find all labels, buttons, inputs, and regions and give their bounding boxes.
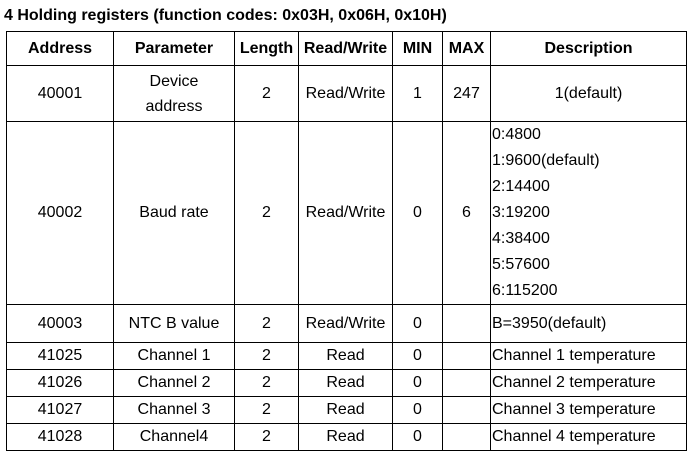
cell-length: 2 [234, 423, 299, 451]
cell-max [442, 342, 491, 370]
cell-description: Channel 3 temperature [490, 396, 687, 424]
cell-read-write: Read/Write [298, 65, 393, 122]
baud-option: 6:115200 [492, 282, 558, 299]
table-header-row: Address Parameter Length Read/Write MIN … [6, 31, 687, 66]
cell-min: 0 [392, 121, 443, 305]
cell-address: 40002 [6, 121, 114, 305]
cell-parameter: Device address [113, 65, 235, 122]
parameter-line: Device [149, 72, 199, 90]
cell-address: 40003 [6, 304, 114, 343]
cell-address: 41028 [6, 423, 114, 451]
cell-max: 247 [442, 65, 491, 122]
cell-length: 2 [234, 396, 299, 424]
header-description: Description [490, 31, 687, 66]
cell-min: 0 [392, 342, 443, 370]
table-row: 40003 NTC B value 2 Read/Write 0 B=3950(… [6, 304, 687, 343]
baud-option: 4:38400 [492, 230, 550, 247]
cell-length: 2 [234, 304, 299, 343]
cell-min: 0 [392, 304, 443, 343]
cell-description: Channel 4 temperature [490, 423, 687, 451]
cell-address: 41027 [6, 396, 114, 424]
cell-read-write: Read [298, 396, 393, 424]
parameter-line: address [145, 97, 203, 115]
header-length: Length [234, 31, 299, 66]
baud-option: 5:57600 [492, 256, 550, 273]
cell-read-write: Read/Write [298, 121, 393, 305]
cell-read-write: Read/Write [298, 304, 393, 343]
cell-parameter: NTC B value [113, 304, 235, 343]
cell-address: 41026 [6, 369, 114, 397]
cell-parameter: Channel 1 [113, 342, 235, 370]
table-row: 41028 Channel4 2 Read 0 Channel 4 temper… [6, 423, 687, 451]
table-row: 41027 Channel 3 2 Read 0 Channel 3 tempe… [6, 396, 687, 424]
cell-address: 40001 [6, 65, 114, 122]
cell-parameter: Channel 2 [113, 369, 235, 397]
cell-max [442, 369, 491, 397]
cell-max [442, 304, 491, 343]
cell-length: 2 [234, 65, 299, 122]
cell-length: 2 [234, 121, 299, 305]
table-row: 40002 Baud rate 2 Read/Write 0 6 0:4800 … [6, 121, 687, 305]
table-row: 41025 Channel 1 2 Read 0 Channel 1 tempe… [6, 342, 687, 370]
cell-address: 41025 [6, 342, 114, 370]
header-address: Address [6, 31, 114, 66]
baud-option: 2:14400 [492, 178, 550, 195]
cell-max [442, 423, 491, 451]
cell-min: 0 [392, 396, 443, 424]
baud-option: 0:4800 [492, 126, 541, 143]
cell-length: 2 [234, 369, 299, 397]
cell-read-write: Read [298, 342, 393, 370]
cell-read-write: Read [298, 423, 393, 451]
cell-description: 1(default) [490, 65, 687, 122]
header-min: MIN [392, 31, 443, 66]
cell-min: 0 [392, 423, 443, 451]
table-row: 40001 Device address 2 Read/Write 1 247 … [6, 65, 687, 122]
cell-max: 6 [442, 121, 491, 305]
header-parameter: Parameter [113, 31, 235, 66]
cell-max [442, 396, 491, 424]
cell-parameter: Channel4 [113, 423, 235, 451]
cell-description: B=3950(default) [490, 304, 687, 343]
cell-parameter: Baud rate [113, 121, 235, 305]
baud-option: 1:9600(default) [492, 152, 600, 169]
section-title: 4 Holding registers (function codes: 0x0… [4, 7, 447, 24]
cell-read-write: Read [298, 369, 393, 397]
cell-description: Channel 1 temperature [490, 342, 687, 370]
header-read-write: Read/Write [298, 31, 393, 66]
cell-description: 0:4800 1:9600(default) 2:14400 3:19200 4… [490, 121, 687, 305]
cell-min: 1 [392, 65, 443, 122]
cell-min: 0 [392, 369, 443, 397]
cell-length: 2 [234, 342, 299, 370]
cell-parameter: Channel 3 [113, 396, 235, 424]
header-max: MAX [442, 31, 491, 66]
cell-description: Channel 2 temperature [490, 369, 687, 397]
holding-registers-table: Address Parameter Length Read/Write MIN … [6, 31, 687, 451]
baud-option: 3:19200 [492, 204, 550, 221]
table-row: 41026 Channel 2 2 Read 0 Channel 2 tempe… [6, 369, 687, 397]
